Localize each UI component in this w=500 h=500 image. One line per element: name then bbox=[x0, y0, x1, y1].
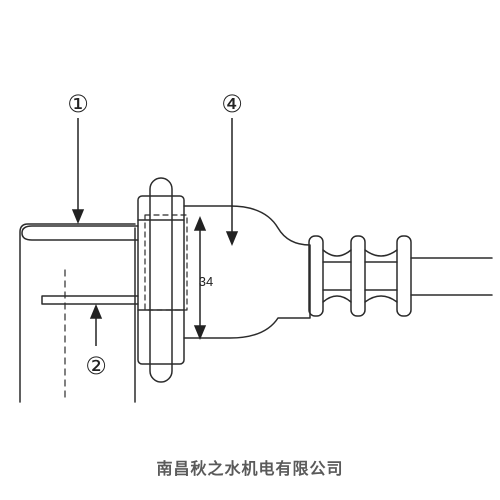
cable bbox=[410, 257, 493, 296]
strain-relief-segment bbox=[322, 249, 352, 303]
pin-1 bbox=[21, 225, 139, 241]
strain-relief-ring bbox=[350, 235, 366, 317]
dashed-insert bbox=[144, 214, 188, 311]
plug-face-plate bbox=[137, 195, 185, 365]
callout-label-1: ① bbox=[67, 90, 89, 118]
plug-body bbox=[183, 205, 311, 339]
company-caption: 南昌秋之水机电有限公司 bbox=[156, 459, 344, 478]
dimension-value: 34 bbox=[199, 274, 213, 289]
strain-relief-ring bbox=[396, 235, 412, 317]
pin-2 bbox=[41, 295, 139, 305]
socket-outline bbox=[19, 223, 136, 403]
callout-label-2: ② bbox=[85, 352, 107, 380]
dimension-arrow-bottom bbox=[193, 325, 207, 340]
callout-label-4: ④ bbox=[221, 90, 243, 118]
arrowhead-1 bbox=[71, 209, 85, 224]
dimension-arrow-top bbox=[193, 216, 207, 231]
arrowhead-2 bbox=[89, 304, 103, 319]
plug-flange bbox=[149, 177, 173, 383]
strain-relief-ring bbox=[308, 235, 324, 317]
strain-relief-segment bbox=[364, 249, 398, 303]
arrowhead-4 bbox=[225, 231, 239, 246]
